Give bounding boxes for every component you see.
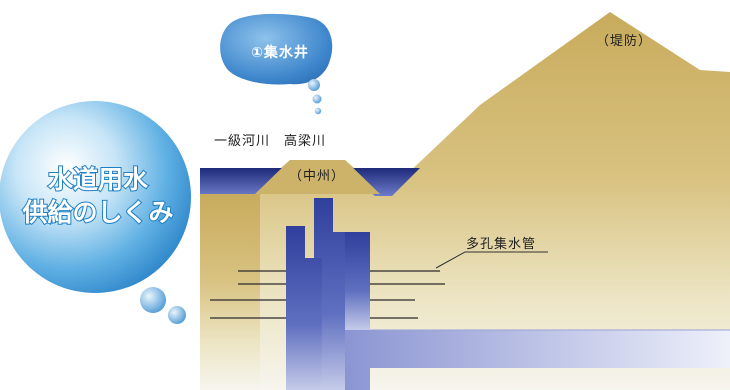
well-speech-cloud [220, 13, 333, 85]
sandbar-label: （中州） [289, 169, 346, 184]
river-water-left [200, 168, 295, 196]
pipe-label-pointer [435, 251, 548, 269]
title-bubble-small-2 [168, 306, 186, 324]
pipe-label: 多孔集水管 [466, 237, 537, 252]
title-line-2: 供給のしくみ [21, 197, 174, 228]
cloud-dot-2 [312, 94, 322, 104]
sandbar [255, 160, 380, 194]
well-label: ①集水井 [251, 45, 309, 61]
conveyance-pipe [345, 330, 730, 390]
riverbank-left [200, 194, 260, 390]
cloud-dot-1 [308, 79, 320, 91]
cloud-dot-3 [314, 107, 322, 115]
collection-well-left [286, 226, 322, 390]
title-line-1: 水道用水 [47, 164, 149, 195]
collection-well-step [333, 232, 370, 330]
title: 水道用水 供給のしくみ [21, 163, 174, 229]
levee-label: （堤防） [596, 34, 653, 49]
river-label: 一級河川 高梁川 [214, 134, 327, 149]
title-bubble-small-1 [140, 287, 166, 313]
collection-well-right [314, 198, 345, 390]
title-bubble [0, 101, 191, 293]
